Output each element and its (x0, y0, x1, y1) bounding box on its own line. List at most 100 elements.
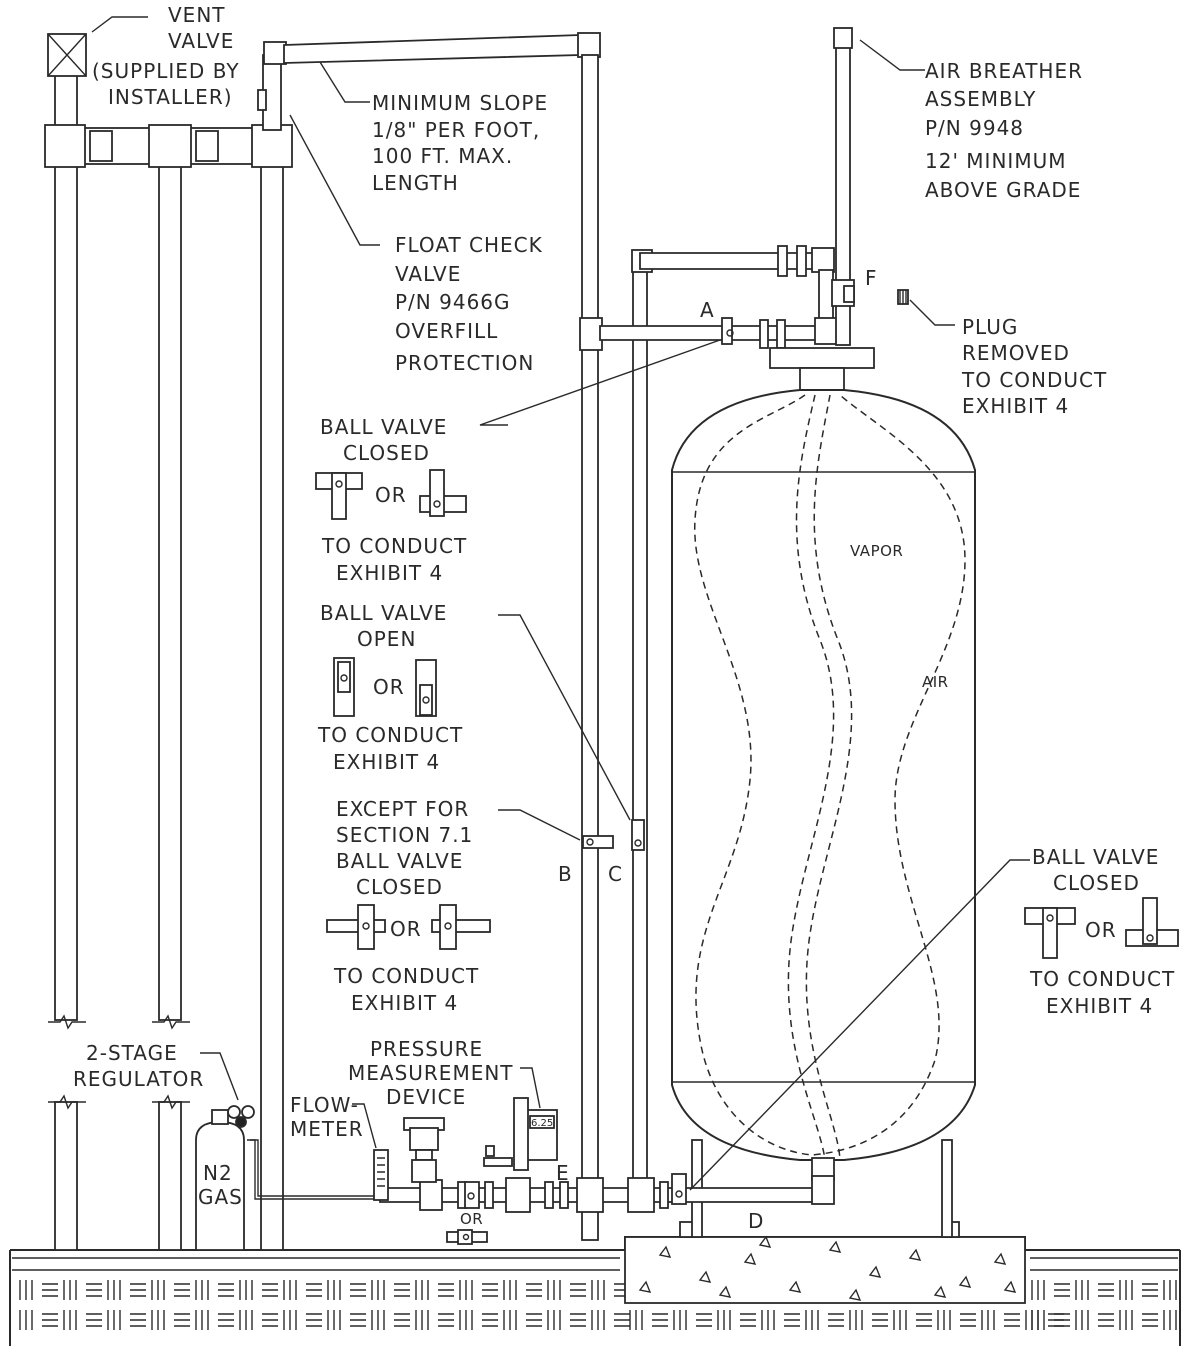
regulator-label-2: REGULATOR (73, 1067, 204, 1091)
ground-hatch-mark (526, 1313, 542, 1327)
ground-hatch-mark (547, 1280, 561, 1300)
closed-d-label-2: CLOSED (1053, 871, 1140, 895)
or-label-1: OR (375, 483, 407, 507)
ground-hatch-mark (805, 1310, 819, 1330)
ground-hatch-mark (327, 1280, 341, 1300)
ground-hatch-mark (459, 1280, 473, 1300)
pressure-label-2: MEASUREMENT (348, 1061, 514, 1085)
ground-hatch-mark (1025, 1310, 1039, 1330)
float-check-label-5: PROTECTION (395, 351, 534, 375)
ground-hatch-mark (86, 1313, 102, 1327)
valve-state-icons (315, 469, 1179, 959)
n2-cylinder (195, 1105, 255, 1251)
plug-label-3: TO CONDUCT (961, 368, 1107, 392)
air-breather-label-4: 12' MINIMUM (925, 149, 1066, 173)
air-breather-label-5: ABOVE GRADE (925, 178, 1081, 202)
plug-label-1: PLUG (962, 315, 1018, 339)
ground-hatch-mark (1098, 1313, 1114, 1327)
ground-hatch-mark (394, 1283, 410, 1297)
ground-hatch-mark (438, 1283, 454, 1297)
slope-label-2: 1/8" PER FOOT, (372, 118, 540, 142)
ground-hatch-mark (1075, 1310, 1089, 1330)
concrete-speckle (638, 1280, 652, 1293)
ground-hatch-mark (1031, 1280, 1045, 1300)
closed-icon-2 (419, 469, 467, 517)
ground-hatch-mark (1119, 1280, 1133, 1300)
or-label-5: OR (460, 1210, 483, 1228)
ground-hatch-mark (283, 1310, 297, 1330)
ground-hatch-mark (784, 1313, 800, 1327)
vent-valve-label-1: VENT (168, 3, 226, 27)
pressure-label-3: DEVICE (386, 1085, 466, 1109)
ground-hatch-mark (107, 1280, 121, 1300)
closed-a-label-2: CLOSED (343, 441, 430, 465)
ground-hatch-mark (283, 1280, 297, 1300)
ground-hatch-mark (42, 1313, 58, 1327)
n2-label-1: N2 (203, 1161, 233, 1185)
slope-label-3: 100 FT. MAX. (372, 144, 513, 168)
flow-meter-label-2: METER (290, 1117, 364, 1141)
ground-hatch-mark (239, 1310, 253, 1330)
open-icon-1 (333, 657, 355, 717)
ground-hatch-mark (350, 1283, 366, 1297)
ground-hatch-mark (195, 1310, 209, 1330)
ground-hatch-mark (415, 1280, 429, 1300)
concrete-speckle (933, 1285, 947, 1298)
open-icon-2 (415, 659, 437, 717)
ground-hatch-mark (673, 1310, 687, 1330)
conduct-2a: TO CONDUCT (317, 723, 463, 747)
point-f: F (865, 266, 878, 290)
ground-hatch-mark (239, 1280, 253, 1300)
vapor-label: VAPOR (850, 542, 903, 560)
air-breather (831, 27, 909, 346)
ground-hatch-mark (717, 1310, 731, 1330)
concrete-speckle (908, 1248, 922, 1261)
ground-hatch-mark (1163, 1310, 1177, 1330)
ground-hatch-mark (415, 1310, 429, 1330)
n2-label-2: GAS (198, 1185, 243, 1209)
ground-hatch-mark (526, 1283, 542, 1297)
point-e: E (556, 1161, 570, 1185)
conduct-1b: EXHIBIT 4 (336, 561, 443, 585)
concrete-speckle (743, 1252, 757, 1265)
ground-hatch-mark (591, 1310, 605, 1330)
ground-hatch-mark (1054, 1283, 1070, 1297)
ground-hatch-mark (306, 1313, 322, 1327)
ground-hatch-mark (86, 1283, 102, 1297)
except-icon-2 (431, 904, 491, 950)
ground-hatch-mark (262, 1283, 278, 1297)
concrete-speckle (698, 1270, 712, 1283)
ground-hatch-mark (828, 1313, 844, 1327)
air-breather-label-2: ASSEMBLY (925, 87, 1036, 111)
ground-hatch-mark (371, 1280, 385, 1300)
concrete-speckle (868, 1265, 882, 1278)
or-label-2: OR (373, 675, 405, 699)
ground-hatch-mark (151, 1310, 165, 1330)
slope-label-1: MINIMUM SLOPE (372, 91, 548, 115)
closed-a-label-1: BALL VALVE (320, 415, 447, 439)
ground-hatch-mark (570, 1313, 586, 1327)
ground-hatch-mark (350, 1313, 366, 1327)
float-check-label-1: FLOAT CHECK (395, 233, 543, 257)
ground-hatch-mark (218, 1283, 234, 1297)
ground-hatch-mark (1004, 1313, 1020, 1327)
float-check-label-2: VALVE (395, 262, 461, 286)
ground-hatch-mark (591, 1280, 605, 1300)
ground-hatch-mark (371, 1310, 385, 1330)
ground-hatch-mark (42, 1283, 58, 1297)
ground-hatch-mark (459, 1310, 473, 1330)
except-label-2: SECTION 7.1 (336, 823, 473, 847)
ground-hatch-mark (503, 1280, 517, 1300)
ground-hatch-mark (1142, 1283, 1158, 1297)
ground-hatch-mark (916, 1313, 932, 1327)
or-label-3: OR (390, 917, 422, 941)
slope-label-4: LENGTH (372, 171, 459, 195)
concrete-speckle (658, 1245, 672, 1258)
ground-hatch-mark (872, 1313, 888, 1327)
tank (671, 347, 976, 1238)
ground-hatch-mark (981, 1310, 995, 1330)
ground-hatch-mark (19, 1310, 33, 1330)
ground-hatch-mark (1048, 1313, 1064, 1327)
